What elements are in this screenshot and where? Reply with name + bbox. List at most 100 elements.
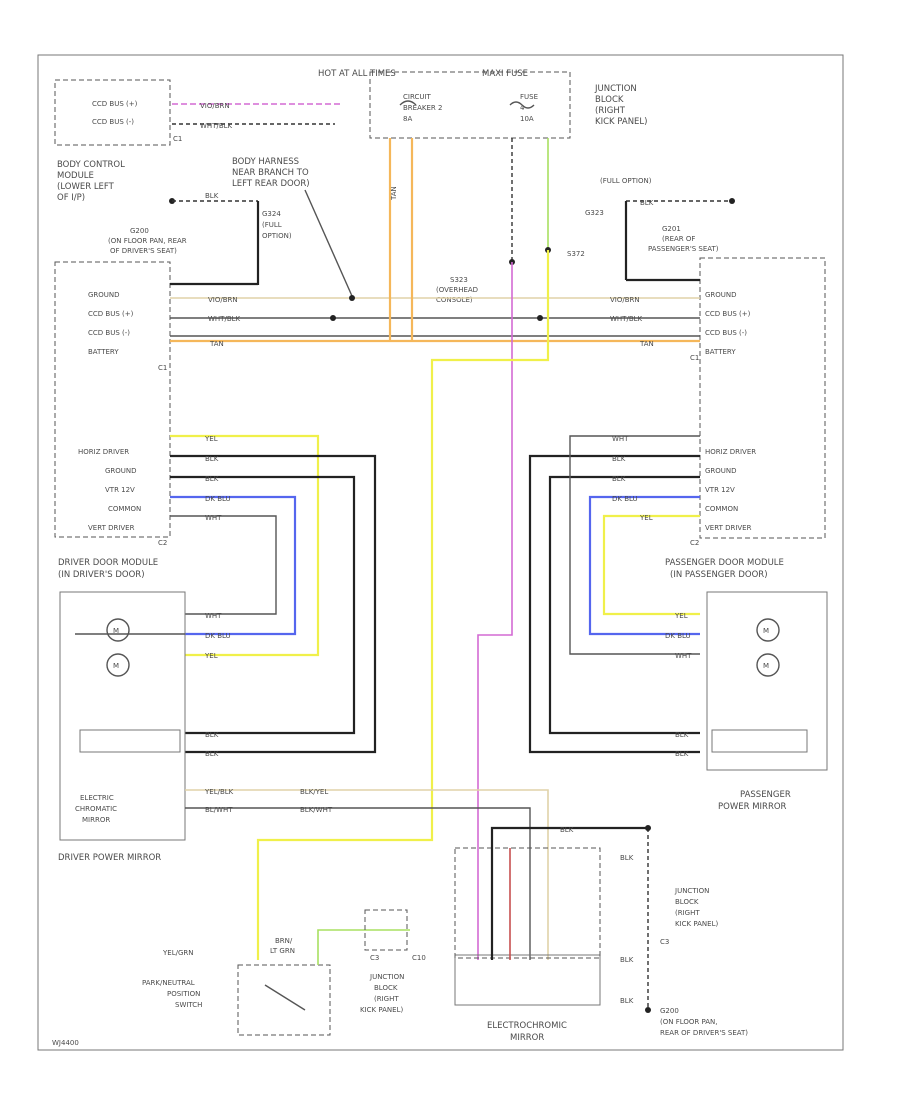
ppm-blk-label1: BLK: [675, 731, 689, 739]
pdm-battery-label: BATTERY: [705, 348, 736, 356]
passenger-power-mirror-box: [706, 591, 828, 771]
bottom-c10-label: C10: [412, 954, 426, 962]
svg-text:BLOCK: BLOCK: [374, 984, 398, 992]
passenger-mirror-motor-2: M: [756, 653, 780, 677]
svg-text:(RIGHT: (RIGHT: [595, 106, 626, 116]
ppm-dkblu-label: DK BLU: [665, 632, 691, 640]
svg-text:(ON FLOOR PAN, REAR: (ON FLOOR PAN, REAR: [108, 237, 187, 245]
svg-text:LEFT REAR DOOR): LEFT REAR DOOR): [232, 179, 310, 189]
passenger-door-module-title: PASSENGER DOOR MODULE (IN PASSENGER DOOR…: [665, 558, 784, 580]
junction-block-bottom-box: [364, 909, 408, 951]
g323-ground-dot: [729, 198, 735, 204]
svg-text:MODULE: MODULE: [57, 171, 94, 181]
svg-text:(RIGHT: (RIGHT: [675, 909, 700, 917]
fuse-amps: 10A: [520, 115, 534, 123]
ccd-bus-pos-label: CCD BUS (+): [92, 100, 138, 108]
s372-label: S372: [567, 250, 585, 258]
ddm-vtr-label: VTR 12V: [105, 486, 135, 494]
pdm-yel-wire: [602, 514, 700, 616]
ppm-blk-label2: BLK: [675, 750, 689, 758]
driver-mirror-heater: [79, 729, 181, 753]
driver-mirror-motor-1: M: [106, 618, 130, 642]
svg-text:M: M: [763, 662, 769, 670]
ccd-pos-splice-left: [330, 315, 336, 321]
park-neutral-switch-contact: [264, 984, 306, 1011]
tan-label-right: TAN: [639, 340, 654, 348]
ddm-yel-wire: [170, 434, 320, 657]
g323-blk-label: BLK: [640, 199, 654, 207]
ddm-yel-label: YEL: [204, 435, 218, 443]
pdm-ccd-neg-label: CCD BUS (-): [705, 329, 747, 337]
footer-id: WJ4400: [52, 1039, 79, 1047]
pdm-wht-label: WHT: [612, 435, 629, 443]
g201-label: G201 (REAR OF PASSENGER'S SEAT): [648, 225, 719, 253]
bottom-c3-label: C3: [370, 954, 379, 962]
ddm-dkblu-label: DK BLU: [205, 495, 231, 503]
park-neutral-switch-box: [237, 964, 331, 1036]
electric-chromatic-label: ELECTRIC CHROMATIC MIRROR: [75, 794, 117, 824]
park-neutral-label: PARK/NEUTRAL POSITION SWITCH: [142, 979, 202, 1009]
ec-yelblk-wire: [185, 789, 549, 960]
junction-block-top-label: JUNCTION BLOCK (RIGHT KICK PANEL): [594, 84, 647, 127]
tan-vert-label: TAN: [390, 186, 398, 201]
vio-brn-label-right: VIO/BRN: [610, 296, 640, 304]
driver-power-mirror-title: DRIVER POWER MIRROR: [58, 853, 161, 863]
vio-brn-wire-label: VIO/BRN: [200, 102, 230, 110]
wht-blk-label-left: WHT/BLK: [208, 315, 241, 323]
svg-text:OF I/P): OF I/P): [57, 193, 85, 203]
pdm-vtr-label: VTR 12V: [705, 486, 735, 494]
ec-blk-label: BLK: [560, 826, 574, 834]
right-top-dot: [645, 825, 651, 831]
svg-text:G200: G200: [660, 1007, 679, 1015]
ddm-blk-label2: BLK: [205, 475, 219, 483]
ddm-ccd-neg-label: CCD BUS (-): [88, 329, 130, 337]
brn-lt-grn-label: BRN/ LT GRN: [270, 937, 295, 955]
svg-text:JUNCTION: JUNCTION: [594, 84, 637, 94]
fuse-label: FUSE: [520, 93, 538, 101]
svg-text:KICK PANEL): KICK PANEL): [360, 1006, 403, 1014]
ddm-ccd-pos-label: CCD BUS (+): [88, 310, 134, 318]
svg-text:CIRCUIT: CIRCUIT: [403, 93, 432, 101]
svg-text:(REAR OF: (REAR OF: [662, 235, 695, 243]
g324-label: G324 (FULL OPTION): [262, 210, 292, 240]
ccd-bus-neg-label: CCD BUS (-): [92, 118, 134, 126]
ddm-ground2-label: GROUND: [105, 467, 137, 475]
yel-grn-label: YEL/GRN: [162, 949, 193, 957]
ec-blk-yel-label: BLK/YEL: [300, 788, 328, 796]
passenger-mirror-heater: [711, 729, 808, 753]
diagram-frame: [37, 54, 844, 1051]
circuit-breaker-label: CIRCUIT BREAKER 2 8A: [403, 93, 442, 123]
pdm-vert-driver-label: VERT DRIVER: [705, 524, 752, 532]
svg-text:ELECTRIC: ELECTRIC: [80, 794, 114, 802]
ddm-blk-label1: BLK: [205, 455, 219, 463]
svg-text:BLOCK: BLOCK: [675, 898, 699, 906]
pdm-ccd-pos-label: CCD BUS (+): [705, 310, 751, 318]
pdm-ground2-label: GROUND: [705, 467, 737, 475]
g200-bottom-label: G200 (ON FLOOR PAN, REAR OF DRIVER'S SEA…: [660, 1007, 748, 1037]
pdm-horiz-driver-label: HORIZ DRIVER: [705, 448, 756, 456]
ccd-pos-splice-right: [537, 315, 543, 321]
svg-text:JUNCTION: JUNCTION: [369, 973, 404, 981]
svg-text:PASSENGER: PASSENGER: [740, 790, 791, 800]
pdm-common-label: COMMON: [705, 505, 738, 513]
svg-text:DRIVER DOOR MODULE: DRIVER DOOR MODULE: [58, 558, 158, 568]
ddm-c1-label: C1: [158, 364, 167, 372]
svg-text:(ON FLOOR PAN,: (ON FLOOR PAN,: [660, 1018, 718, 1026]
body-harness-label: BODY HARNESS NEAR BRANCH TO LEFT REAR DO…: [232, 157, 310, 189]
dpm-blk-label1: BLK: [205, 731, 219, 739]
svg-text:(LOWER LEFT: (LOWER LEFT: [57, 182, 115, 192]
svg-text:(IN DRIVER'S DOOR): (IN DRIVER'S DOOR): [58, 570, 145, 580]
full-option-label: (FULL OPTION): [600, 177, 652, 185]
svg-text:PASSENGER DOOR MODULE: PASSENGER DOOR MODULE: [665, 558, 784, 568]
right-c3-label: C3: [660, 938, 669, 946]
pdm-ground-label: GROUND: [705, 291, 737, 299]
body-harness-pointer: [304, 189, 353, 297]
pdm-blk-label2: BLK: [612, 475, 626, 483]
driver-door-module-box: [54, 261, 171, 538]
dpm-wht-label: WHT: [205, 612, 222, 620]
ddm-horiz-driver-label: HORIZ DRIVER: [78, 448, 129, 456]
svg-text:(IN PASSENGER DOOR): (IN PASSENGER DOOR): [670, 570, 768, 580]
ddm-wht-wire: [170, 515, 277, 615]
bcm-title: BODY CONTROL MODULE (LOWER LEFT OF I/P): [57, 160, 125, 203]
